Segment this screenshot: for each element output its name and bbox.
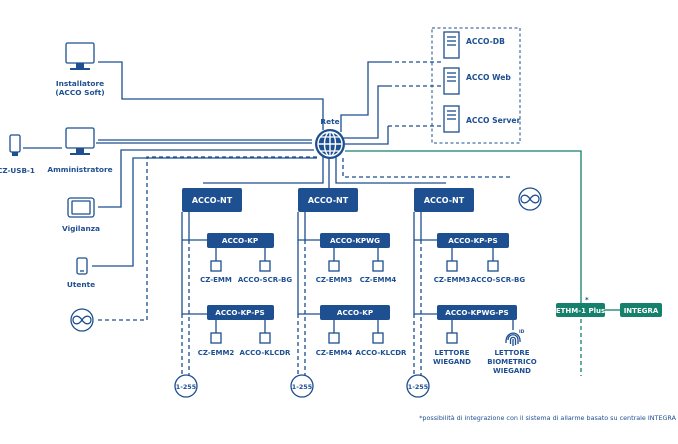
utente-label: Utente: [67, 280, 95, 289]
integra-box: INTEGRA: [620, 303, 662, 317]
device-label: CZ-EMM4: [360, 276, 397, 284]
internet-infinity-icon: [70, 308, 94, 332]
range-bubble: 1-255: [406, 374, 430, 398]
device-label: ACCO-SCR-BG: [238, 276, 292, 284]
device-label: ACCO-SCR-BG: [471, 276, 525, 284]
device-label: CZ-EMM4: [316, 349, 353, 357]
fingerprint-icon: ID: [505, 329, 525, 346]
module-label: ACCO-KPWG-PS: [445, 308, 508, 317]
module-box: ACCO-KPWG-PS: [437, 305, 517, 320]
ethm-box: ETHM-1 Plus: [556, 303, 605, 317]
device-label: CZ-EMM3: [316, 276, 353, 284]
controller-1: ACCO-NT: [182, 188, 242, 212]
connection-wires: [23, 61, 620, 376]
installatore-label: Installatore: [56, 79, 104, 88]
server-acco-db: ACCO-DB: [443, 31, 505, 59]
server-acco-server: ACCO Server: [443, 105, 521, 133]
module-label: ACCO-KP: [337, 308, 373, 317]
device-label: WIEGAND: [493, 367, 531, 375]
device-label: LETTORE: [434, 349, 469, 357]
device-labels: CZ-EMM ACCO-SCR-BG CZ-EMM2 ACCO-KLCDR CZ…: [198, 276, 537, 375]
range-bubble: 1-255: [290, 374, 314, 398]
amministratore-label: Amministratore: [47, 165, 112, 174]
module-box: ACCO-KP: [320, 305, 390, 320]
module-label: ACCO-KP: [222, 236, 258, 245]
device-label: BIOMETRICO: [487, 358, 537, 366]
globe-icon: [315, 129, 345, 159]
module-label: ACCO-KPWG: [330, 236, 380, 245]
device-label: CZ-EMM: [200, 276, 232, 284]
utente-smartphone-icon: [76, 257, 88, 275]
server-label: ACCO Web: [466, 73, 511, 82]
controller-label: ACCO-NT: [192, 196, 233, 205]
controller-2: ACCO-NT: [298, 188, 358, 212]
vigilanza-tablet-icon: [67, 197, 95, 218]
svg-text:1-255: 1-255: [408, 383, 428, 391]
integra-label: INTEGRA: [624, 307, 659, 315]
range-bubble: 1-255: [174, 374, 198, 398]
module-box: ACCO-KP: [207, 233, 274, 248]
installatore-monitor-icon: [65, 42, 95, 70]
device-squares: [210, 260, 499, 344]
installatore-sublabel: (ACCO Soft): [55, 88, 104, 97]
usb-key-icon: [9, 134, 21, 156]
device-label: ACCO-KLCDR: [240, 349, 292, 357]
network-label: Rete: [320, 117, 339, 126]
module-box: ACCO-KP-PS: [207, 305, 274, 320]
remote-infinity-icon: [518, 187, 542, 211]
controller-label: ACCO-NT: [424, 196, 465, 205]
svg-text:1-255: 1-255: [176, 383, 196, 391]
ethm-label: ETHM-1 Plus: [556, 307, 605, 315]
device-label: CZ-EMM2: [198, 349, 235, 357]
device-label: LETTORE: [494, 349, 529, 357]
module-label: ACCO-KP-PS: [215, 308, 264, 317]
vigilanza-label: Vigilanza: [62, 224, 100, 233]
footnote: *possibilità di integrazione con il sist…: [419, 414, 676, 422]
server-label: ACCO-DB: [466, 37, 505, 46]
controller-label: ACCO-NT: [308, 196, 349, 205]
server-acco-web: ACCO Web: [443, 67, 511, 95]
amministratore-monitor-icon: [65, 127, 95, 155]
usb-label: CZ-USB-1: [0, 166, 35, 175]
module-label: ACCO-KP-PS: [448, 236, 497, 245]
device-label: ACCO-KLCDR: [356, 349, 408, 357]
ethm-asterisk: *: [585, 296, 589, 304]
device-label: CZ-EMM3: [434, 276, 471, 284]
module-box: ACCO-KP-PS: [437, 233, 509, 248]
device-label: WIEGAND: [433, 358, 471, 366]
bio-id-badge: ID: [519, 329, 525, 335]
svg-text:1-255: 1-255: [292, 383, 312, 391]
module-box: ACCO-KPWG: [320, 233, 390, 248]
server-label: ACCO Server: [466, 116, 521, 125]
controller-3: ACCO-NT: [414, 188, 474, 212]
